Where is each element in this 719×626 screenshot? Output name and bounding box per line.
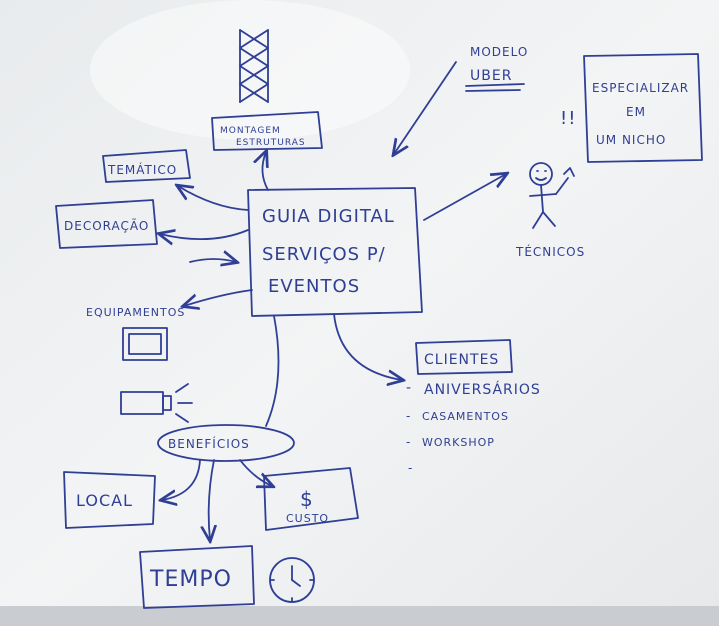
central-box bbox=[247, 187, 423, 317]
tecnicos-label: TÉCNICOS bbox=[515, 244, 585, 259]
arrow-uber bbox=[394, 61, 457, 154]
exclamation-marks: !! bbox=[560, 108, 576, 129]
especializar-line3: UM NICHO bbox=[596, 133, 666, 147]
local-box bbox=[63, 471, 156, 529]
central-line2: SERVIÇOS P/ bbox=[262, 244, 386, 265]
arrow-equipamentos bbox=[184, 289, 253, 306]
monitor-sketch bbox=[122, 327, 168, 361]
especializar-line1: ESPECIALIZAR bbox=[592, 81, 689, 95]
board-tray bbox=[0, 606, 719, 626]
uber-underline bbox=[465, 83, 525, 87]
beneficios-ellipse bbox=[157, 424, 295, 462]
montagem-line2: ESTRUTURAS bbox=[236, 138, 306, 148]
clientes-title: CLIENTES bbox=[424, 352, 499, 368]
especializar-box bbox=[583, 53, 703, 163]
glare bbox=[90, 0, 410, 140]
line-beneficios bbox=[265, 315, 280, 427]
arrow-custo bbox=[239, 459, 272, 486]
uber-underline-2 bbox=[465, 89, 521, 92]
beneficios-label: BENEFÍCIOS bbox=[168, 436, 250, 451]
clientes-item-1: ANIVERSÁRIOS bbox=[424, 381, 541, 398]
arrow-local bbox=[162, 459, 201, 500]
arrow-clientes bbox=[333, 313, 402, 380]
custo-box bbox=[263, 467, 359, 531]
central-line3: EVENTOS bbox=[268, 276, 360, 297]
clientes-bullet-4: - bbox=[408, 461, 413, 475]
clock-sketch bbox=[269, 557, 315, 603]
tower-sketch bbox=[239, 29, 269, 103]
local-label: LOCAL bbox=[76, 491, 133, 510]
light-sketch bbox=[120, 383, 193, 423]
clientes-bullet-2: - bbox=[406, 409, 411, 423]
montagem-line1: MONTAGEM bbox=[220, 126, 281, 136]
especializar-line2: EM bbox=[626, 105, 646, 119]
clientes-box bbox=[415, 339, 513, 375]
arrow-montagem bbox=[262, 152, 269, 191]
clientes-item-3: WORKSHOP bbox=[422, 436, 495, 449]
clientes-bullet-1: - bbox=[406, 380, 412, 396]
decoracao-label: DECORAÇÃO bbox=[64, 218, 149, 233]
arrow-tempo bbox=[209, 459, 214, 540]
modelo-line2: UBER bbox=[470, 68, 512, 84]
technician-figure bbox=[529, 162, 575, 229]
tematico-label: TEMÁTICO bbox=[107, 162, 177, 177]
clientes-item-2: CASAMENTOS bbox=[422, 410, 509, 423]
equipamentos-label: EQUIPAMENTOS bbox=[86, 306, 185, 319]
tempo-label: TEMPO bbox=[149, 567, 232, 592]
arrow-tecnicos bbox=[423, 174, 506, 221]
central-line1: GUIA DIGITAL bbox=[262, 206, 395, 227]
tematico-box bbox=[102, 149, 191, 183]
tempo-box bbox=[139, 545, 255, 609]
modelo-line1: MODELO bbox=[470, 45, 528, 59]
arrow-tematico bbox=[178, 186, 249, 211]
arrow-decoracao bbox=[160, 230, 249, 239]
montagem-box bbox=[211, 111, 323, 151]
clientes-bullet-3: - bbox=[406, 435, 411, 449]
custo-symbol: $ bbox=[300, 487, 314, 511]
custo-label: CUSTO bbox=[286, 512, 329, 525]
arrow-extra bbox=[189, 259, 236, 262]
